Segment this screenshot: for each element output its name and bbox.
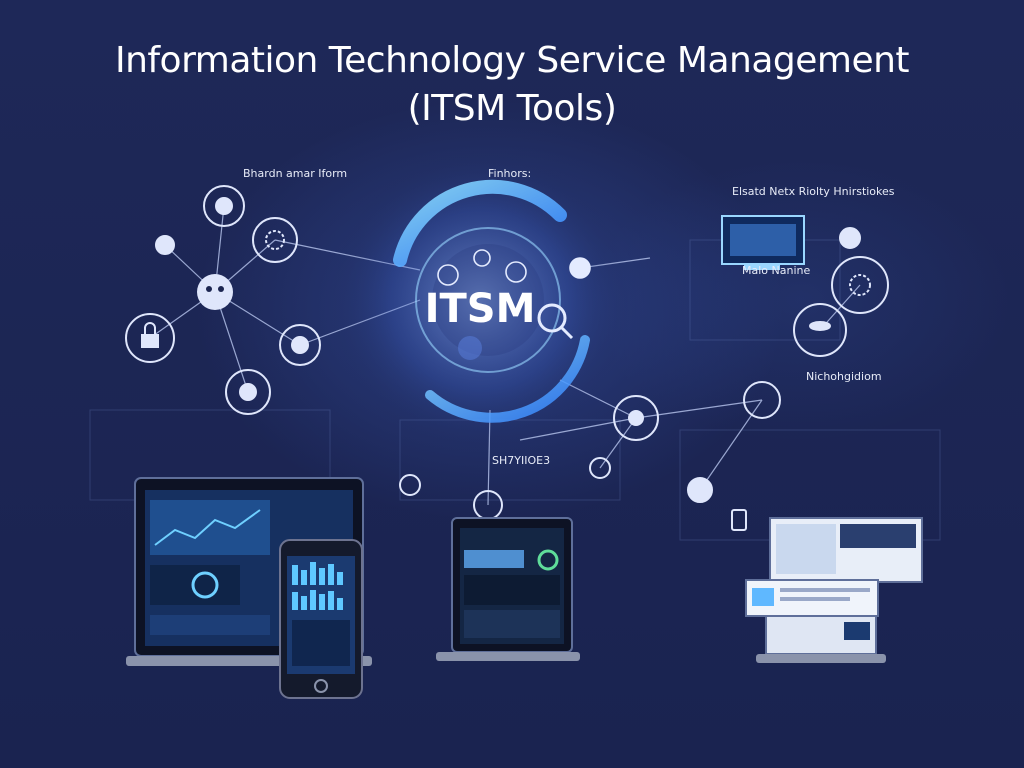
hub-cloud-icon [569, 257, 591, 279]
node-gear-icon [252, 217, 298, 263]
node-lock-icon [125, 313, 175, 363]
node-robot-icon [197, 274, 233, 310]
right-top-screen [721, 215, 805, 270]
label-right-lower: Nichohgidiom [806, 370, 882, 383]
hub-search-icon [537, 303, 567, 333]
node-chart-icon [225, 369, 271, 415]
hub-gear-icon [437, 264, 459, 286]
node-user-icon [687, 477, 713, 503]
hub-settings-icon [473, 249, 491, 267]
hub-label: ITSM [425, 286, 536, 332]
laptop-right [745, 517, 923, 663]
label-right-mid: Malo Nanine [742, 264, 811, 277]
node-cloud-icon [839, 227, 861, 249]
node-globe-icon [203, 185, 245, 227]
node-phone-icon [731, 509, 747, 531]
right-nodes [399, 227, 889, 531]
node-mail-icon [399, 474, 421, 496]
left-nodes [125, 185, 321, 415]
page-subtitle: (ITSM Tools) [407, 88, 617, 129]
hub-inner-icons [437, 249, 591, 360]
hub-glow [330, 150, 630, 450]
phone-device [279, 539, 363, 699]
label-top-center: Finhors: [488, 167, 532, 180]
node-database-icon [793, 303, 847, 357]
node-user-icon [155, 235, 175, 255]
label-top-right: Elsatd Netx Riolty Hnirstiokes [732, 185, 895, 198]
node-settings-icon [743, 381, 781, 419]
page-title: Information Technology Service Managemen… [114, 40, 910, 81]
label-top-left: Bhardn amar Iform [243, 167, 348, 180]
node-target-icon [279, 324, 321, 366]
hub-rings [393, 179, 590, 423]
node-gear-icon [831, 256, 889, 314]
label-center-lower: SH7YIIOE3 [492, 454, 551, 467]
hub-chart-icon [505, 261, 527, 283]
laptop-center [436, 517, 580, 661]
node-network-icon [613, 395, 659, 441]
node-link-icon [589, 457, 611, 479]
